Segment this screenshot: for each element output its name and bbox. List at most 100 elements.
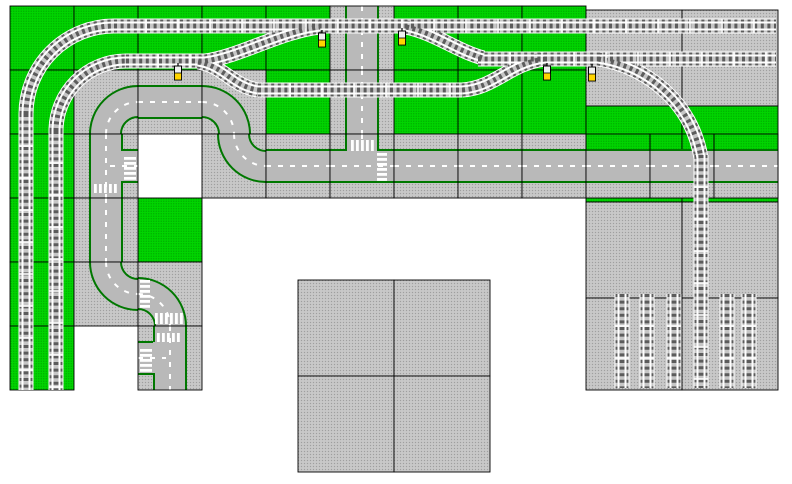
track-segment-outer-curve[interactable] [23,23,115,115]
road-plate-corner[interactable] [73,69,140,136]
road-plate-v[interactable] [329,5,395,71]
crosswalk-stripe [99,184,102,193]
road-plate-v[interactable] [73,197,139,263]
baseplate-green[interactable] [137,197,203,263]
road-border [153,373,155,390]
crossing-signal[interactable] [174,63,182,81]
crosswalk-stripe [140,369,152,372]
road-border [377,6,379,70]
road-plate-h[interactable] [265,133,331,199]
track-segment-junction-up-diagonal[interactable] [204,24,321,64]
crosswalk-stripe [114,184,117,193]
crosswalk-stripe [140,290,150,293]
crossing-signal[interactable] [318,30,326,48]
road-border [123,149,138,151]
crosswalk-stripe [124,167,136,170]
road-border [137,277,187,327]
signal-lamp [543,72,551,81]
road-plate-h[interactable] [521,133,587,199]
crosswalk-stripe [140,305,150,308]
crosswalk-stripe [377,178,387,181]
road-plate-h[interactable] [393,133,459,199]
road-border [248,133,267,152]
crossing-signal[interactable] [398,28,406,46]
road-plate-h[interactable] [137,69,203,135]
track-segment-yard-branch-curve[interactable] [597,56,704,159]
road-surface [89,198,123,262]
road-border [185,326,187,390]
crosswalk-stripe [377,173,387,176]
crosswalk-stripe [157,333,160,342]
road-border [345,6,347,70]
road-border [714,181,778,183]
crosswalk-stripe [377,168,387,171]
road-border [266,181,330,183]
baseplate-gray[interactable] [297,375,395,473]
road-plate-outline[interactable] [713,133,779,199]
road-plate-corner[interactable] [201,132,268,199]
baseplate-gray[interactable] [393,279,491,377]
crosswalk-stripe [140,354,152,357]
road-plate-corner[interactable] [200,69,267,136]
baseplate-green[interactable] [393,69,459,135]
crosswalk [94,184,117,193]
road-border [138,373,153,375]
road-border [714,149,778,151]
road-surface [345,6,379,70]
crosswalk-stripe [140,359,152,362]
road-plate-outline[interactable] [137,325,203,391]
road-center-line [105,261,139,295]
road-border [522,149,586,151]
crosswalk-stripe [180,313,183,324]
track-segment-branch-from-top[interactable] [405,24,484,61]
road-surface [266,149,330,183]
road-plate-h[interactable] [585,133,651,199]
track-segment-merge-curve[interactable] [461,56,546,93]
crossing-signal[interactable] [543,63,551,81]
crosswalk-stripe [361,140,364,151]
road-border [377,70,379,134]
road-border [153,326,155,342]
road-shoulder [586,183,650,198]
crosswalk-stripe [170,313,173,324]
crosswalk [377,153,387,181]
baseplate-gray[interactable] [393,375,491,473]
crosswalk-stripe [140,295,150,298]
road-surface [458,149,522,183]
road-border [89,261,139,311]
road-border [330,149,346,151]
crosswalk-stripe [172,333,175,342]
crosswalk-stripe [140,349,152,352]
signal-lamp [398,37,406,46]
baseplate-gray[interactable] [585,201,683,299]
road-plate-tee_w[interactable] [137,325,203,391]
road-plate-v[interactable] [329,69,395,135]
baseplate-gray[interactable] [585,297,683,391]
road-surface [522,149,586,183]
crosswalk-stripe [140,364,152,367]
track-segment-inner-curve[interactable] [53,58,127,132]
road-border [138,117,202,119]
crossing-signal[interactable] [588,64,596,82]
road-border [586,181,650,183]
road-surface [586,149,650,183]
road-border [266,149,330,151]
road-border [377,134,379,151]
track-segment-junction-down-diagonal[interactable] [197,59,259,93]
road-border [89,198,91,262]
road-border [586,149,650,151]
road-border [345,70,347,134]
baseplate-gray[interactable] [297,279,395,377]
crosswalk-stripe [366,140,369,151]
baseplate-green[interactable] [265,69,331,135]
signal-lamp [318,39,326,48]
road-border [394,149,458,151]
road-plate-corner[interactable] [73,260,140,327]
road-plate-h[interactable] [713,133,779,199]
crosswalk-stripe [140,300,150,303]
baseplate-green[interactable] [521,69,587,135]
crosswalk-stripe [109,184,112,193]
road-plate-h[interactable] [457,133,523,199]
